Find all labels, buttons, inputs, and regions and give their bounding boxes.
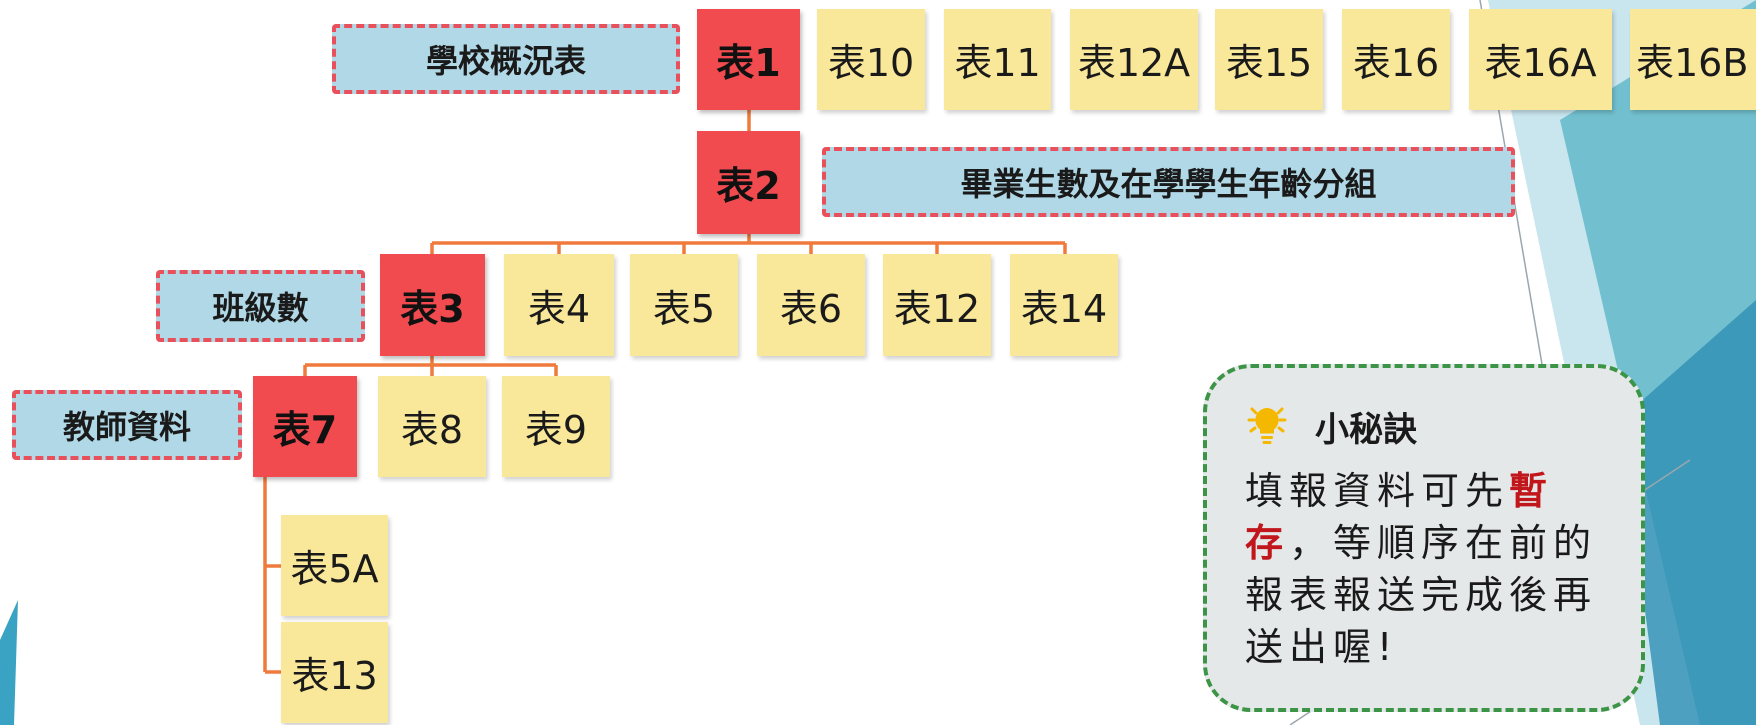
- table-node-12[interactable]: 表12: [883, 254, 991, 356]
- label-class-count: 班級數: [156, 270, 365, 342]
- bg-shape-left: [0, 600, 18, 725]
- tip-box: 小秘訣 填報資料可先暫存，等順序在前的報表報送完成後再送出喔!: [1203, 364, 1645, 712]
- tip-text-start: 填報資料可先: [1245, 469, 1510, 513]
- table-node-4[interactable]: 表4: [504, 254, 614, 356]
- table-node-7[interactable]: 表7: [253, 376, 357, 477]
- table-node-16a[interactable]: 表16A: [1469, 9, 1612, 110]
- table-node-2[interactable]: 表2: [697, 131, 800, 234]
- table-node-9[interactable]: 表9: [502, 376, 610, 477]
- bg-shape-right-dark: [1620, 300, 1756, 725]
- table-node-16b[interactable]: 表16B: [1630, 9, 1756, 110]
- tip-body: 填報資料可先暫存，等順序在前的報表報送完成後再送出喔!: [1245, 465, 1619, 673]
- tip-text-emphasis: 暫存: [1245, 469, 1554, 565]
- table-node-11[interactable]: 表11: [944, 9, 1051, 110]
- table-node-13[interactable]: 表13: [281, 622, 388, 723]
- tip-text-end: ，等順序在前的報表報送完成後再送出喔!: [1245, 521, 1598, 669]
- lightbulb-icon: [1245, 403, 1315, 451]
- table-node-3[interactable]: 表3: [380, 254, 485, 356]
- table-node-1[interactable]: 表1: [697, 9, 800, 110]
- tip-title: 小秘訣: [1315, 410, 1417, 450]
- table-node-16[interactable]: 表16: [1342, 9, 1450, 110]
- table-node-6[interactable]: 表6: [757, 254, 865, 356]
- label-school-overview: 學校概況表: [332, 24, 680, 94]
- table-node-5a[interactable]: 表5A: [281, 515, 388, 616]
- table-node-10[interactable]: 表10: [817, 9, 925, 110]
- label-teacher-data: 教師資料: [12, 390, 242, 460]
- label-graduates-age: 畢業生數及在學學生年齡分組: [822, 147, 1515, 217]
- table-node-15[interactable]: 表15: [1215, 9, 1323, 110]
- table-node-8[interactable]: 表8: [378, 376, 486, 477]
- table-node-14[interactable]: 表14: [1010, 254, 1118, 356]
- table-node-5[interactable]: 表5: [630, 254, 738, 356]
- table-node-12a[interactable]: 表12A: [1070, 9, 1198, 110]
- tip-header: 小秘訣: [1245, 402, 1619, 451]
